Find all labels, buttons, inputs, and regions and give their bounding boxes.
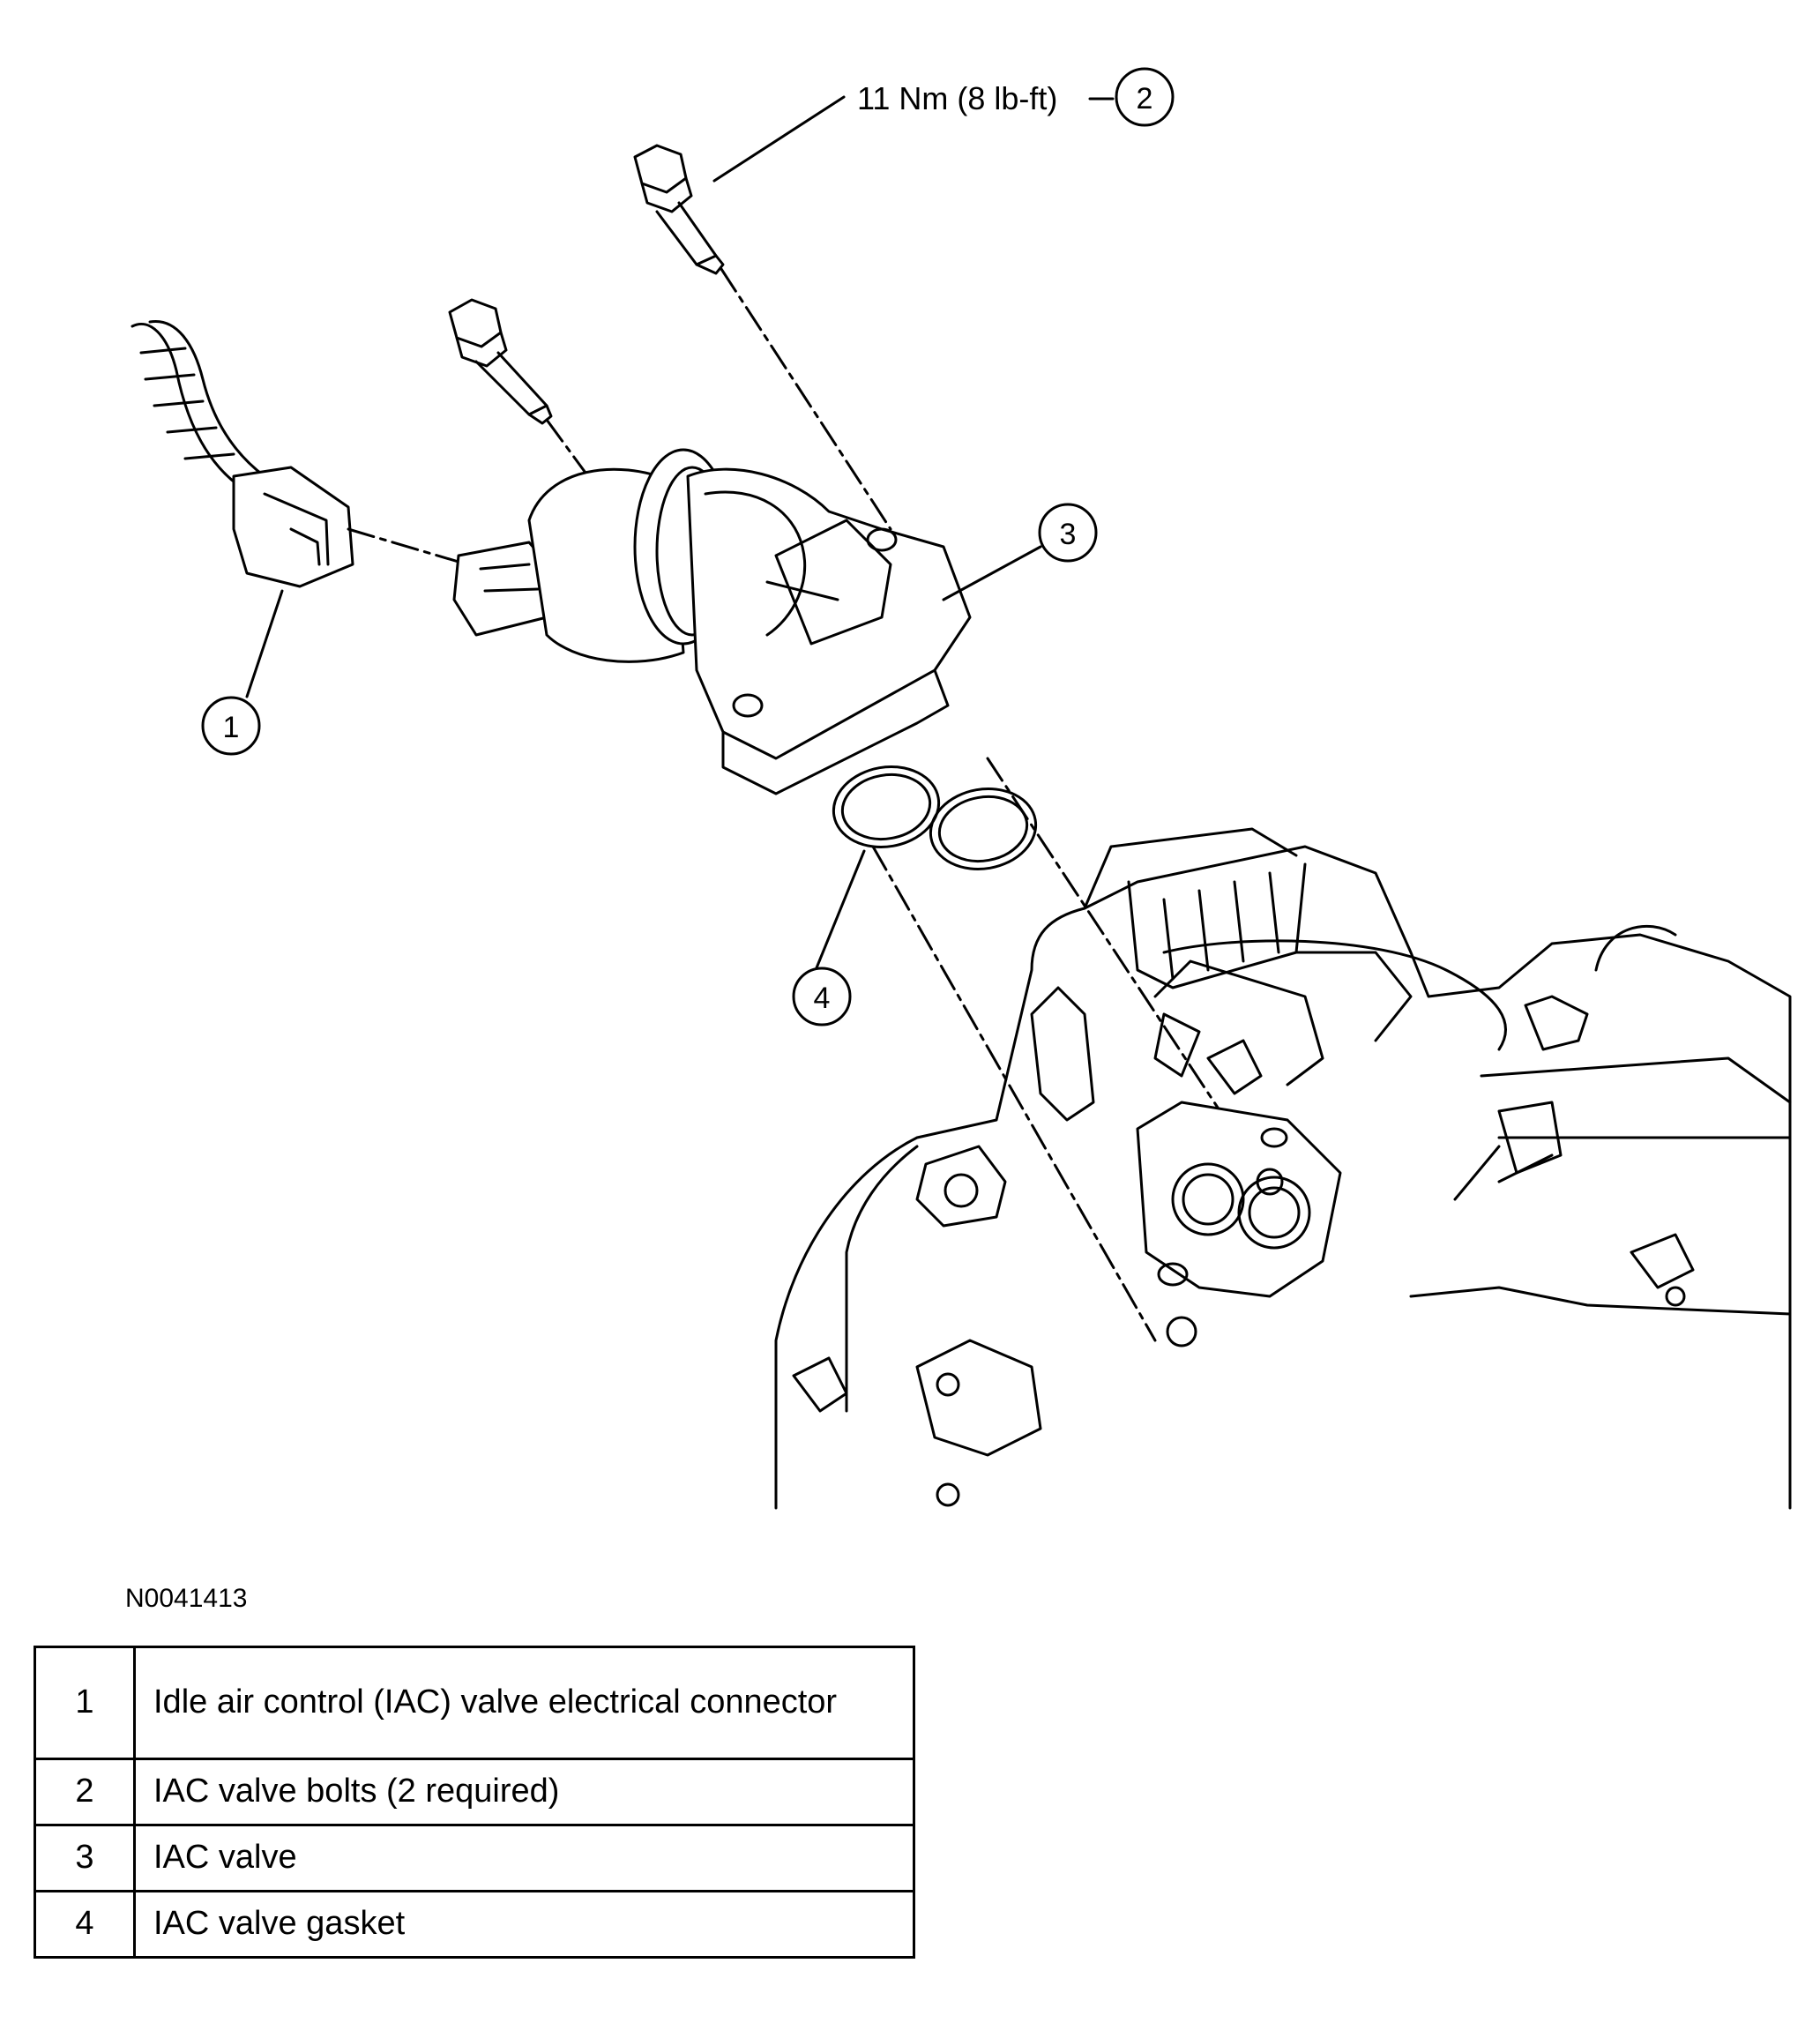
legend-description: Idle air control (IAC) valve electrical … (133, 1646, 915, 1760)
parts-legend-table: 1 Idle air control (IAC) valve electrica… (34, 1646, 915, 1959)
legend-row: 3 IAC valve (34, 1824, 915, 1892)
legend-row: 2 IAC valve bolts (2 required) (34, 1758, 915, 1826)
iac-gaskets (814, 757, 1245, 1342)
callout-circle-2 (1115, 67, 1175, 127)
callout-3-group: 3 (1038, 503, 1098, 563)
legend-row: 4 IAC valve gasket (34, 1890, 915, 1959)
callout-circle-4 (792, 967, 852, 1026)
callout-circle-1 (201, 696, 261, 756)
harness-connector (131, 319, 469, 698)
callout-circle-3 (1038, 503, 1098, 563)
legend-number: 1 (34, 1646, 136, 1760)
callout-number-4: 4 (814, 982, 831, 1015)
callout-2-group: 11 Nm (8 lb-ft) 2 (712, 67, 1175, 183)
leader-line-2 (712, 95, 846, 183)
callout-4-group: 4 (792, 967, 852, 1026)
callout-number-3: 3 (1060, 518, 1077, 551)
legend-number: 4 (34, 1890, 136, 1959)
callout-number-1: 1 (223, 711, 240, 744)
figure-id: N0041413 (125, 1584, 248, 1613)
callout-number-2: 2 (1137, 82, 1153, 116)
legend-description: IAC valve (133, 1824, 915, 1892)
callout-1-group: 1 (201, 696, 261, 756)
legend-description: IAC valve gasket (133, 1890, 915, 1959)
legend-number: 3 (34, 1824, 136, 1892)
legend-row: 1 Idle air control (IAC) valve electrica… (34, 1646, 915, 1760)
bolt-upper (633, 144, 892, 531)
legend-description: IAC valve bolts (2 required) (133, 1758, 915, 1826)
iac-valve (452, 448, 1042, 795)
engine-assembly (774, 827, 1792, 1510)
legend-number: 2 (34, 1758, 136, 1826)
torque-callout-text: 11 Nm (8 lb-ft) (857, 80, 1057, 116)
exploded-view-illustration: 11 Nm (8 lb-ft) 2 1 (131, 67, 1792, 1510)
